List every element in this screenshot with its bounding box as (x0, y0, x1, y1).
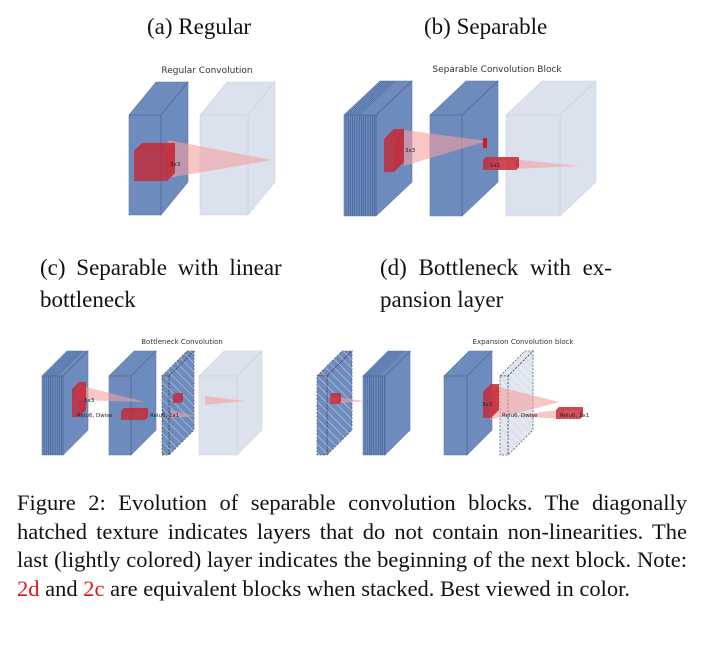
layer-linear-bottleneck-hatch (162, 376, 169, 455)
kernel-expansion (330, 393, 341, 395)
kernel-1x1 (145, 408, 148, 420)
diagram-title-expansion: Expansion Convolution block (473, 338, 575, 346)
layer-expansion-stack-slice (378, 350, 404, 377)
kernel-1x1 (556, 407, 583, 410)
label-c-1x1: Relu6, 1x1 (150, 413, 179, 419)
kernel-3x3 (134, 151, 167, 181)
layer-linear-bottleneck-hatch (317, 376, 327, 455)
kernel-3x3 (394, 129, 404, 172)
layer-depthwise-face (443, 375, 468, 456)
label-c-dwise: Relu6, Dwise (77, 413, 113, 419)
panel-d-caption-line2: pansion layer (380, 287, 504, 312)
figure-caption: Figure 2: Evolution of separable convolu… (17, 489, 687, 603)
diagram-title-separable: Separable Convolution Block (432, 65, 562, 75)
layer-input-stack-slice (346, 80, 383, 116)
layer-expansion-stack-slice (376, 350, 402, 377)
layer-depthwise-face (429, 114, 463, 217)
kernel-1x1 (121, 411, 145, 420)
kernel-1x1 (580, 407, 583, 419)
kernel-expansion (330, 395, 339, 404)
kernel-projection (181, 393, 183, 403)
layer-expansion-stack-slice (365, 350, 391, 377)
kernel-projection (173, 395, 181, 403)
label-d-3x3: 3x3 (482, 402, 493, 408)
kernel-projection (173, 393, 183, 395)
label-d-1x1: Relu6, 1x1 (560, 413, 589, 419)
kernel-3x3 (384, 139, 394, 172)
projection-beam (404, 130, 487, 166)
figure-ref-2c[interactable]: 2c (83, 575, 105, 601)
layer-expansion-stack-slice (371, 350, 397, 377)
label-c-3x3: 3x3 (84, 398, 95, 404)
panel-a-caption: (a) Regular (147, 14, 252, 39)
layer-input-stack-slice (359, 80, 396, 116)
layer-input-stack-slice (357, 80, 394, 116)
caption-text: are equivalent blocks when stacked. Best… (104, 575, 630, 601)
kernel-3x3 (72, 389, 79, 417)
layer-input-stack-face (343, 114, 377, 217)
diagram-title-bottleneck: Bottleneck Convolution (141, 338, 223, 346)
layer-next-bottleneck-hatch (500, 351, 533, 376)
figure-diagrams: Regular Convolution Separable Convolutio… (41, 65, 597, 456)
layer-input-stack-slice (50, 350, 76, 377)
projection-beam (78, 385, 145, 402)
layer-input-stack-slice (48, 350, 74, 377)
layer-expansion-stack-slice (367, 350, 393, 377)
layer-linear-bottleneck-hatch (162, 351, 194, 376)
layer-input-stack-slice (44, 350, 70, 377)
kernel-3x3 (491, 384, 499, 418)
layer-expansion-stack-slice (373, 350, 400, 377)
kernel-3x3 (79, 382, 86, 417)
label-a-3x3: 3x3 (170, 162, 181, 168)
layer-input-stack-slice (348, 80, 385, 116)
layer-input-stack-slice (46, 350, 72, 377)
layer-input-stack-slice (352, 80, 389, 116)
caption-text: and (39, 575, 84, 601)
layer-input-stack-slice (52, 350, 79, 377)
label-b-3x3: 3x3 (405, 148, 416, 154)
layer-input-stack-slice (354, 80, 392, 116)
diagram-title-regular: Regular Convolution (161, 66, 252, 76)
label-b-1x1: 1x1 (490, 163, 500, 169)
kernel-3x3 (483, 392, 491, 418)
projection-beam (205, 396, 245, 405)
kernel-1x1 (121, 408, 148, 411)
kernel-1x1 (516, 157, 519, 170)
figure-ref-2d[interactable]: 2d (17, 575, 40, 601)
kernel-3x3 (167, 143, 175, 181)
panel-c-caption-line2: bottleneck (40, 287, 136, 312)
kernel-1x1 (556, 410, 580, 419)
projection-beam (490, 385, 560, 420)
caption-text: Figure 2: Evolution of separable convolu… (17, 490, 687, 572)
layer-input-stack-slice (55, 350, 81, 377)
kernel-3x3 (483, 384, 499, 392)
kernel-1x1 (483, 160, 516, 170)
kernel-3x3 (72, 382, 86, 389)
layer-input-stack-slice (350, 80, 387, 116)
kernel-depthwise-output (483, 138, 487, 148)
projection-beam (512, 409, 565, 419)
layer-linear-bottleneck-hatch (317, 351, 352, 376)
layer-next-face (198, 375, 238, 456)
kernel-3x3 (134, 143, 175, 151)
panel-d-caption-line1: (d) Bottleneck with ex- (380, 255, 612, 280)
kernel-3x3 (384, 129, 404, 139)
layer-input-stack-face (41, 375, 64, 456)
projection-beam (168, 140, 272, 178)
kernel-expansion (339, 393, 341, 404)
kernel-1x1 (483, 157, 519, 160)
layer-expansion-stack-slice (369, 350, 395, 377)
label-d-dwise: Relu6, Dwise (502, 413, 538, 419)
projection-beam (170, 410, 195, 418)
panel-b-caption: (b) Separable (424, 14, 548, 39)
layer-linear-bottleneck-hatch (169, 351, 194, 455)
panel-c-caption-line1: (c) Separable with linear (40, 255, 282, 280)
layer-input-stack-slice (57, 350, 83, 377)
